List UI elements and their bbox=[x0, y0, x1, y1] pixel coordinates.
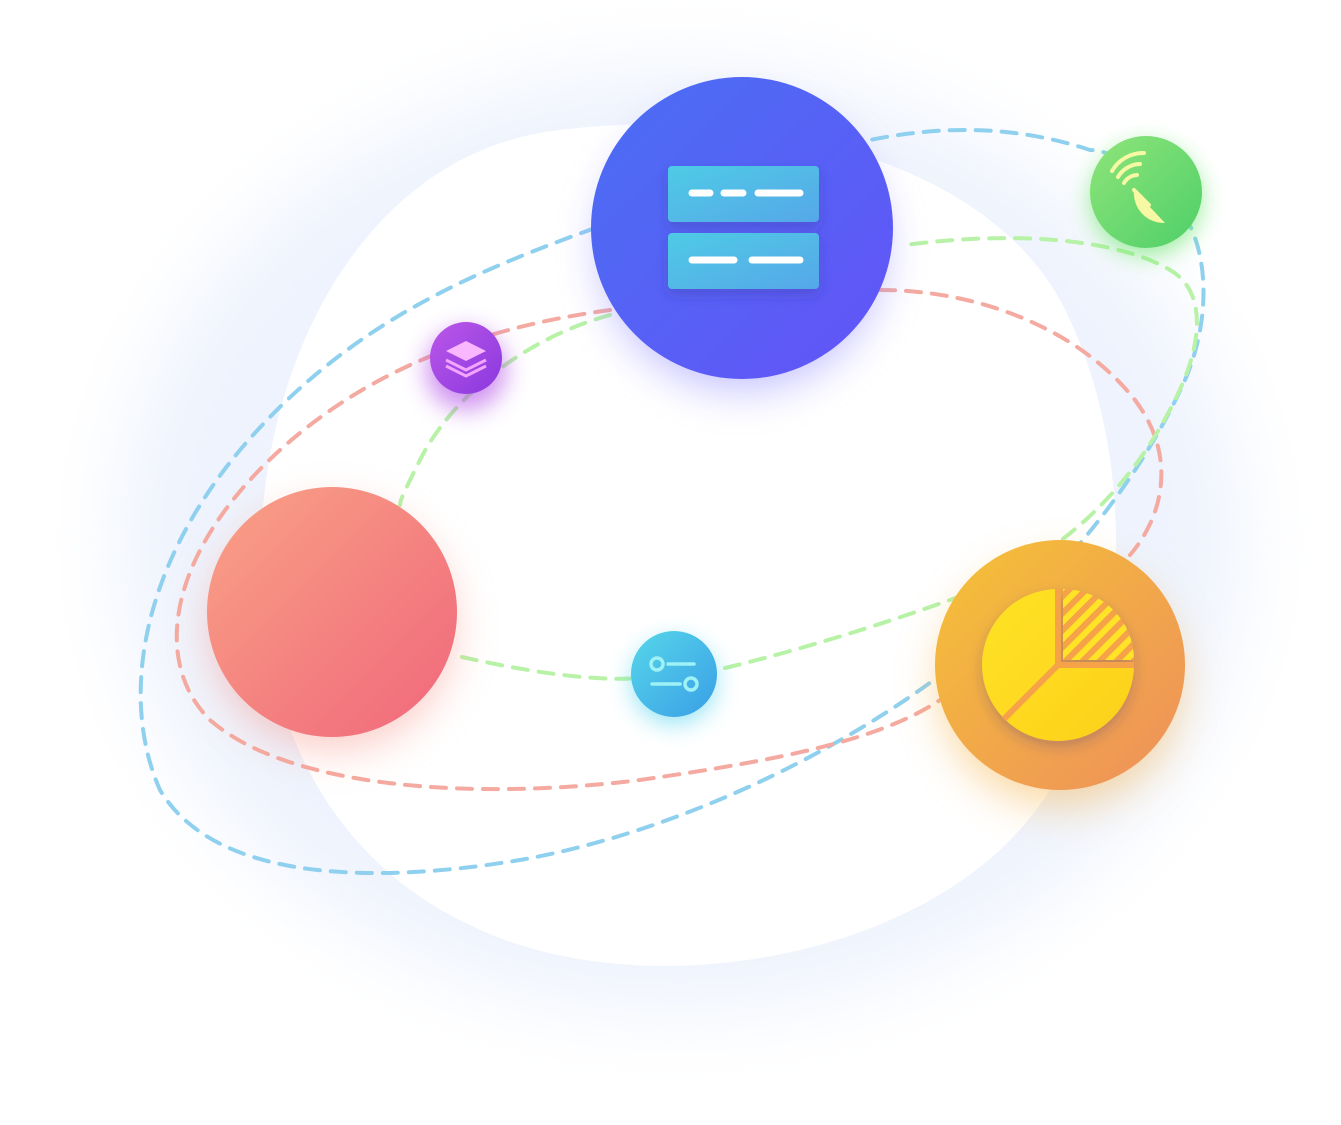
orbit-red-right bbox=[878, 288, 1164, 557]
audio-node bbox=[207, 487, 457, 737]
document-icon bbox=[668, 166, 819, 289]
orbit-green-right bbox=[723, 236, 1199, 670]
layers-node bbox=[430, 322, 502, 394]
sound-wave-icon bbox=[266, 551, 392, 671]
orbit-green-left bbox=[398, 313, 612, 507]
orbit-red bbox=[174, 308, 942, 792]
document-node bbox=[591, 77, 893, 379]
layers-icon bbox=[445, 341, 487, 378]
chart-node bbox=[935, 540, 1185, 790]
orbit-green-bottom bbox=[460, 655, 642, 681]
satellite-dish-icon bbox=[1110, 150, 1165, 224]
satellite-node bbox=[1090, 136, 1202, 248]
toggle-settings-icon bbox=[649, 656, 699, 692]
pie-chart-icon bbox=[982, 589, 1134, 741]
settings-node bbox=[631, 631, 717, 717]
